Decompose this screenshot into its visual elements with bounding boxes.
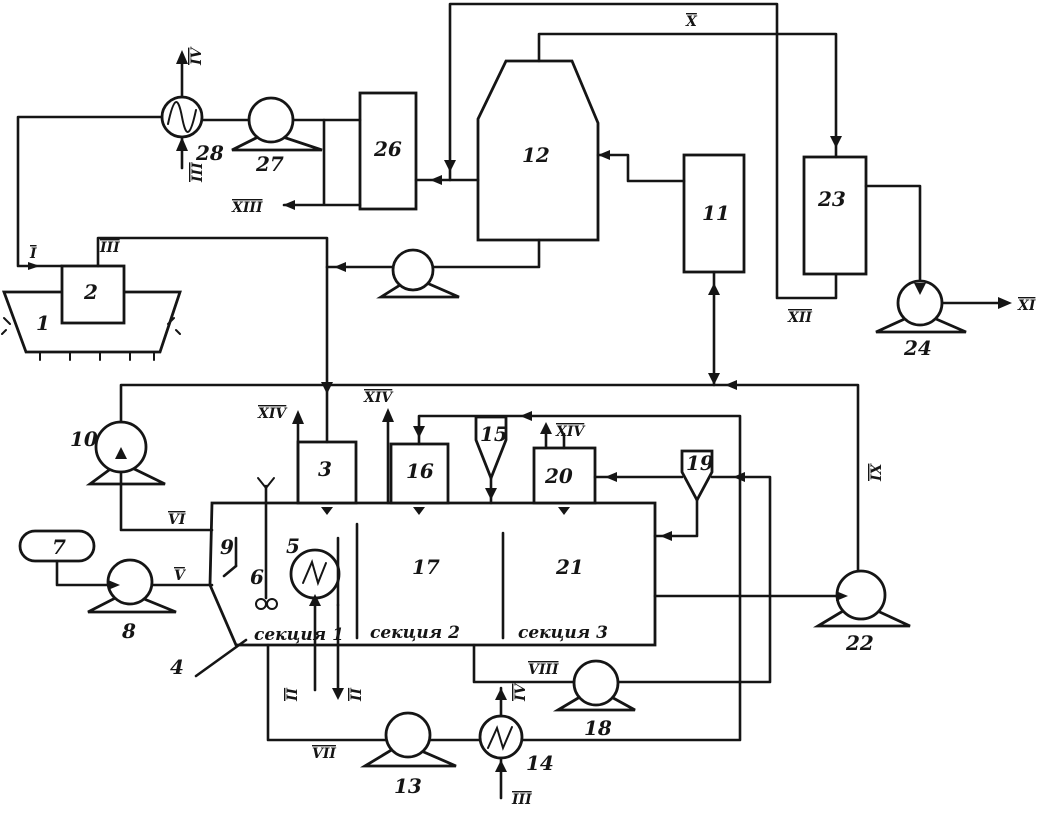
label-28: 28 bbox=[195, 141, 224, 165]
stream-II-left: II bbox=[285, 687, 301, 702]
label-18: 18 bbox=[584, 716, 612, 740]
label-16: 16 bbox=[406, 459, 434, 483]
section-labels: секция 1 секция 2 секция 3 bbox=[254, 623, 608, 645]
pump-18 bbox=[552, 659, 636, 712]
apparatus-20 bbox=[532, 446, 597, 505]
label-3: 3 bbox=[318, 457, 332, 481]
label-17: 17 bbox=[412, 555, 440, 579]
stream-XIV-1: XIV bbox=[257, 406, 288, 422]
label-2: 2 bbox=[83, 280, 98, 304]
stream-XIV-3: XIV bbox=[555, 424, 586, 440]
pump-22 bbox=[812, 569, 911, 628]
stream-XI: XI bbox=[1017, 298, 1036, 314]
label-23: 23 bbox=[817, 187, 846, 211]
stream-III-mid: III bbox=[99, 240, 120, 256]
stream-VI: VI bbox=[168, 512, 186, 528]
flow-arrows bbox=[28, 50, 1012, 772]
apparatus-26 bbox=[358, 91, 418, 211]
label-24: 24 bbox=[903, 336, 932, 360]
label-20: 20 bbox=[544, 464, 573, 488]
stream-labels: IV III I III XIII X XII XI XIV XIV XIV I… bbox=[29, 14, 1036, 808]
heat-exchanger-28 bbox=[160, 95, 204, 139]
pump-13 bbox=[359, 711, 457, 768]
apparatus-23 bbox=[802, 155, 868, 276]
stream-XIII: XIII bbox=[231, 200, 263, 216]
apparatus-2 bbox=[60, 264, 126, 325]
label-5: 5 bbox=[286, 534, 300, 558]
apparatus-11 bbox=[682, 153, 746, 274]
stream-IV-bottom: IV bbox=[513, 681, 529, 702]
stream-X: X bbox=[685, 14, 698, 30]
stream-XIV-2: XIV bbox=[363, 390, 394, 406]
label-19: 19 bbox=[686, 451, 714, 475]
label-4: 4 bbox=[170, 655, 184, 679]
heat-exchanger-14 bbox=[478, 714, 524, 760]
label-13: 13 bbox=[394, 774, 422, 798]
stream-III-top: III bbox=[190, 162, 206, 183]
label-11: 11 bbox=[702, 201, 730, 225]
label-10: 10 bbox=[70, 427, 98, 451]
section-2-label: секция 2 bbox=[370, 623, 460, 643]
label-1: 1 bbox=[36, 311, 50, 335]
apparatus-16 bbox=[389, 442, 450, 505]
stream-IX: IX bbox=[869, 462, 885, 482]
pump-27 bbox=[231, 96, 323, 152]
stream-IV-top: IV bbox=[189, 45, 205, 66]
label-8: 8 bbox=[121, 619, 136, 643]
stream-I: I bbox=[29, 246, 37, 262]
label-7: 7 bbox=[52, 535, 66, 559]
column-12 bbox=[476, 59, 600, 242]
label-21: 21 bbox=[555, 555, 584, 579]
label-15: 15 bbox=[480, 422, 508, 446]
section-1-label: секция 1 bbox=[254, 625, 344, 645]
stream-XII: XII bbox=[787, 310, 812, 326]
pump-24 bbox=[875, 279, 967, 334]
equipment-labels: 1 2 3 4 5 6 7 8 9 10 11 12 13 14 15 16 1… bbox=[36, 137, 932, 798]
label-27: 27 bbox=[255, 152, 284, 176]
label-6: 6 bbox=[250, 565, 264, 589]
label-22: 22 bbox=[845, 631, 874, 655]
label-9: 9 bbox=[220, 535, 234, 559]
stirrer-6 bbox=[255, 477, 278, 610]
label-12: 12 bbox=[522, 143, 550, 167]
cyclone-19 bbox=[680, 449, 714, 503]
pump-8 bbox=[87, 558, 177, 614]
label-26: 26 bbox=[373, 137, 402, 161]
pump-unlabeled bbox=[376, 248, 460, 299]
section-3-label: секция 3 bbox=[518, 623, 608, 643]
stream-VII: VII bbox=[312, 746, 336, 762]
stream-VIII: VIII bbox=[528, 662, 559, 678]
stream-V: V bbox=[174, 568, 187, 584]
pump-10 bbox=[85, 420, 166, 486]
stream-II-right: II bbox=[349, 687, 365, 702]
stream-III-bottom: III bbox=[511, 792, 532, 808]
label-14: 14 bbox=[526, 751, 554, 775]
